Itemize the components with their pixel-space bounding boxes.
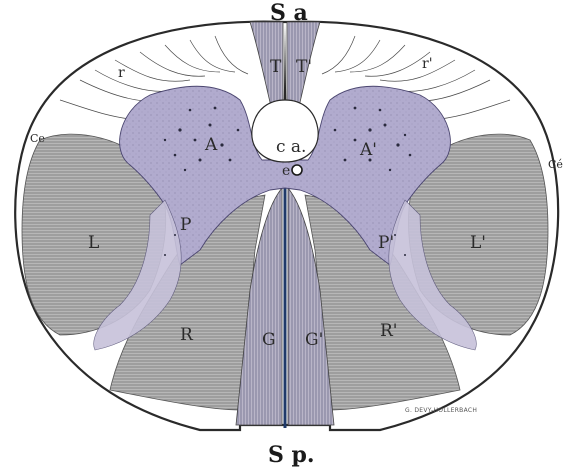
- label-goll-column-right: G': [305, 330, 323, 350]
- label-lateral-column-left: L: [88, 233, 99, 253]
- label-goll-column-left: G: [262, 330, 276, 350]
- label-turck-column-left: T: [270, 57, 282, 77]
- label-turck-column-right: T': [296, 57, 312, 77]
- label-anterior-horn-right: A': [359, 140, 377, 160]
- label-central-canal: c a.: [276, 137, 306, 157]
- label-posterior-surface: S p.: [268, 442, 315, 468]
- label-canal-e: e: [282, 163, 290, 179]
- label-radicular-left: r: [118, 65, 125, 81]
- engraver-signature: G. DEVY-HOLLERBACH: [405, 407, 477, 414]
- label-posterior-horn-right: P': [378, 233, 394, 253]
- label-root-zone-left: R: [180, 325, 194, 345]
- label-lateral-column-right: L': [470, 233, 486, 253]
- label-anterior-surface: S a: [270, 0, 308, 26]
- label-ce-left: Ce: [30, 132, 45, 145]
- central-canal: [292, 165, 302, 175]
- label-posterior-horn-left: P: [180, 215, 191, 235]
- label-root-zone-right: R': [380, 321, 397, 341]
- label-radicular-right: r': [422, 56, 433, 72]
- label-ce-right: Cé: [548, 158, 563, 171]
- label-anterior-horn-left: A: [204, 135, 218, 155]
